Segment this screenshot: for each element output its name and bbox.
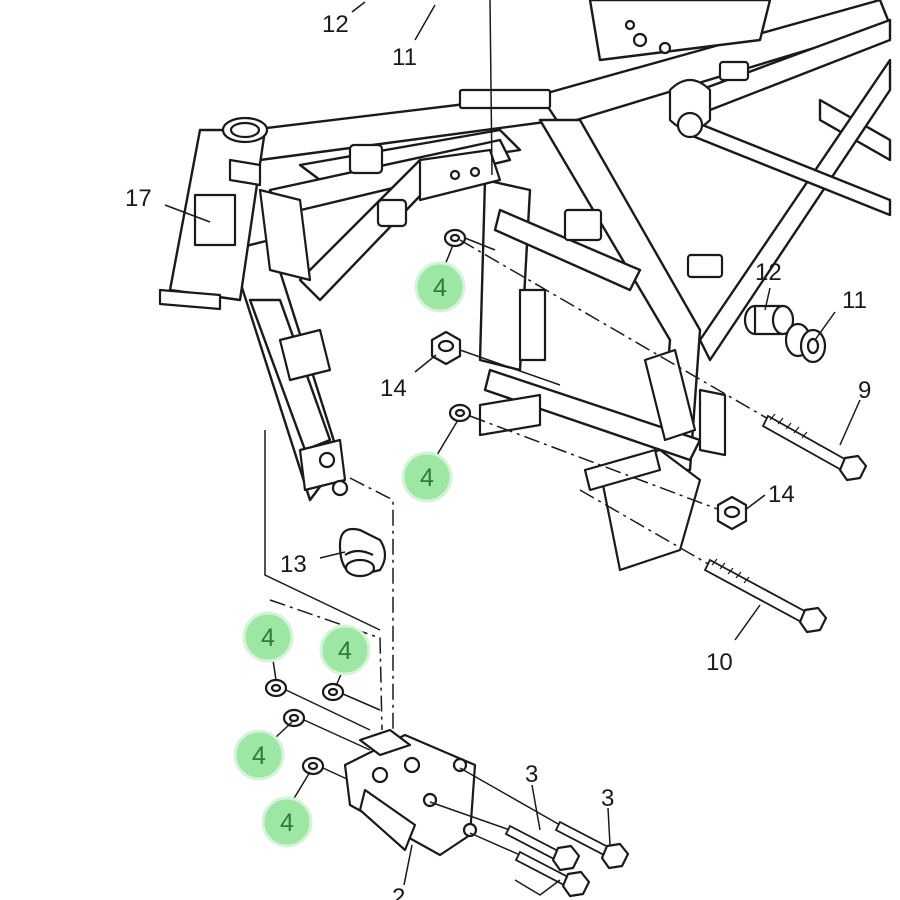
highlight-4-c-text: 4 [261,624,275,652]
highlight-4-f-text: 4 [280,809,294,837]
washer-low-2 [321,682,381,711]
label-2: 2 [392,884,405,900]
label-14-left: 14 [380,375,407,402]
highlight-4-a-text: 4 [433,274,447,302]
label-3-a: 3 [525,761,538,788]
label-13: 13 [280,551,307,578]
label-12-top: 12 [322,11,349,38]
washer-low-4 [301,756,361,786]
label-12-right: 12 [755,259,782,286]
label-11-right: 11 [842,287,867,314]
leader-lines [164,0,861,886]
highlight-4-b: 4 [401,451,453,503]
highlight-4-b-text: 4 [420,464,434,492]
washer-low-1 [264,678,371,731]
washers-4 [264,228,721,786]
washer-mid [448,403,721,511]
frame-body [228,0,892,572]
nut-14-left [430,330,561,386]
highlight-4-d: 4 [319,624,371,676]
part-labels: 12 11 17 12 11 14 9 14 13 10 3 3 2 [125,11,871,900]
highlight-4-f: 4 [261,796,313,848]
washer-low-3 [282,708,371,751]
label-10: 10 [706,649,733,676]
bolt-10 [579,489,828,634]
bush-11 [784,322,827,364]
bolts-3 [429,767,630,898]
part-13-damper [338,527,387,578]
label-14-right: 14 [768,481,795,508]
collar-12 [743,304,795,336]
engine-mount-plate-2 [343,728,478,857]
label-11-top: 11 [392,44,417,71]
nut-14-right [716,495,748,531]
bolt-9 [459,239,868,482]
label-9: 9 [858,377,871,404]
highlight-4-e-text: 4 [252,742,266,770]
engine-bracket-left [264,430,394,735]
label-17: 17 [125,185,152,212]
highlight-4-c: 4 [242,611,294,663]
highlight-bubbles: 4 4 4 4 4 4 [233,261,466,848]
steering-head [158,116,312,311]
highlight-4-e: 4 [233,729,285,781]
highlight-4-d-text: 4 [338,637,352,665]
label-3-b: 3 [601,785,614,812]
highlight-4-a: 4 [414,261,466,313]
washer-top [443,228,496,251]
